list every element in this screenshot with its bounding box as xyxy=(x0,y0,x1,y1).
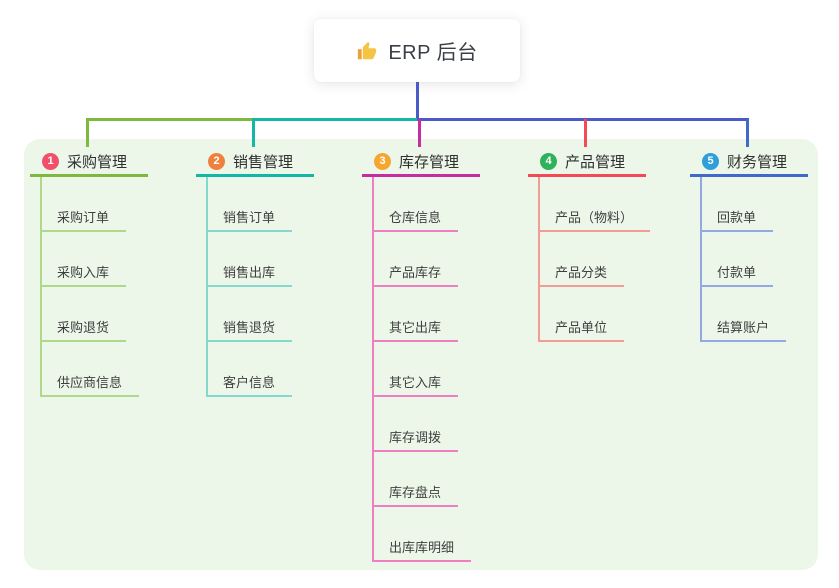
child-node[interactable]: 回款单 xyxy=(700,206,774,232)
child-node[interactable]: 采购退货 xyxy=(40,316,127,342)
branch-node-2[interactable]: 2 销售管理 xyxy=(208,148,293,174)
branch-drop-line xyxy=(86,119,89,147)
child-node[interactable]: 销售退货 xyxy=(206,316,293,342)
branch-underline xyxy=(528,174,646,177)
branch-underline xyxy=(30,174,148,177)
branch-node-3[interactable]: 3 库存管理 xyxy=(374,148,459,174)
child-node[interactable]: 客户信息 xyxy=(206,371,293,397)
child-node[interactable]: 其它入库 xyxy=(372,371,459,397)
root-node-label: ERP 后台 xyxy=(388,42,478,64)
root-connector-line xyxy=(416,82,419,119)
child-node[interactable]: 采购订单 xyxy=(40,206,127,232)
thumbs-up-icon xyxy=(356,40,378,62)
children-spine-line xyxy=(40,177,42,397)
child-node[interactable]: 结算账户 xyxy=(700,316,787,342)
branch-drop-line xyxy=(418,119,421,147)
child-node[interactable]: 仓库信息 xyxy=(372,206,459,232)
branch-badge: 1 xyxy=(42,152,59,170)
child-node[interactable]: 产品（物料） xyxy=(538,206,651,232)
child-node[interactable]: 付款单 xyxy=(700,261,774,287)
children-spine-line xyxy=(538,177,540,342)
branch-label: 财务管理 xyxy=(727,153,788,171)
branch-node-4[interactable]: 4 产品管理 xyxy=(540,148,625,174)
child-node[interactable]: 库存调拨 xyxy=(372,426,459,452)
child-node[interactable]: 产品库存 xyxy=(372,261,459,287)
child-node[interactable]: 出库库明细 xyxy=(372,536,472,562)
branch-underline xyxy=(196,174,314,177)
bus-segment xyxy=(417,118,749,121)
bus-segment xyxy=(252,118,420,121)
branch-node-5[interactable]: 5 财务管理 xyxy=(702,148,787,174)
branch-node-1[interactable]: 1 采购管理 xyxy=(42,148,127,174)
branch-label: 采购管理 xyxy=(67,153,128,171)
root-node[interactable]: ERP 后台 xyxy=(314,19,520,82)
branch-drop-line xyxy=(252,119,255,147)
branch-drop-line xyxy=(584,119,587,147)
child-node[interactable]: 采购入库 xyxy=(40,261,127,287)
child-node[interactable]: 产品单位 xyxy=(538,316,625,342)
children-spine-line xyxy=(372,177,374,562)
child-node[interactable]: 库存盘点 xyxy=(372,481,459,507)
child-node[interactable]: 其它出库 xyxy=(372,316,459,342)
bus-segment xyxy=(86,118,252,121)
branch-badge: 2 xyxy=(208,152,225,170)
children-spine-line xyxy=(206,177,208,397)
branch-badge: 5 xyxy=(702,152,719,170)
branch-label: 产品管理 xyxy=(565,153,626,171)
branch-label: 库存管理 xyxy=(399,153,460,171)
child-node[interactable]: 供应商信息 xyxy=(40,371,140,397)
branch-drop-line xyxy=(746,119,749,147)
branches-panel xyxy=(24,139,818,570)
child-node[interactable]: 销售出库 xyxy=(206,261,293,287)
children-spine-line xyxy=(700,177,702,342)
child-node[interactable]: 产品分类 xyxy=(538,261,625,287)
branch-label: 销售管理 xyxy=(233,153,294,171)
branch-badge: 4 xyxy=(540,152,557,170)
branch-underline xyxy=(690,174,808,177)
child-node[interactable]: 销售订单 xyxy=(206,206,293,232)
branch-badge: 3 xyxy=(374,152,391,170)
branch-underline xyxy=(362,174,480,177)
